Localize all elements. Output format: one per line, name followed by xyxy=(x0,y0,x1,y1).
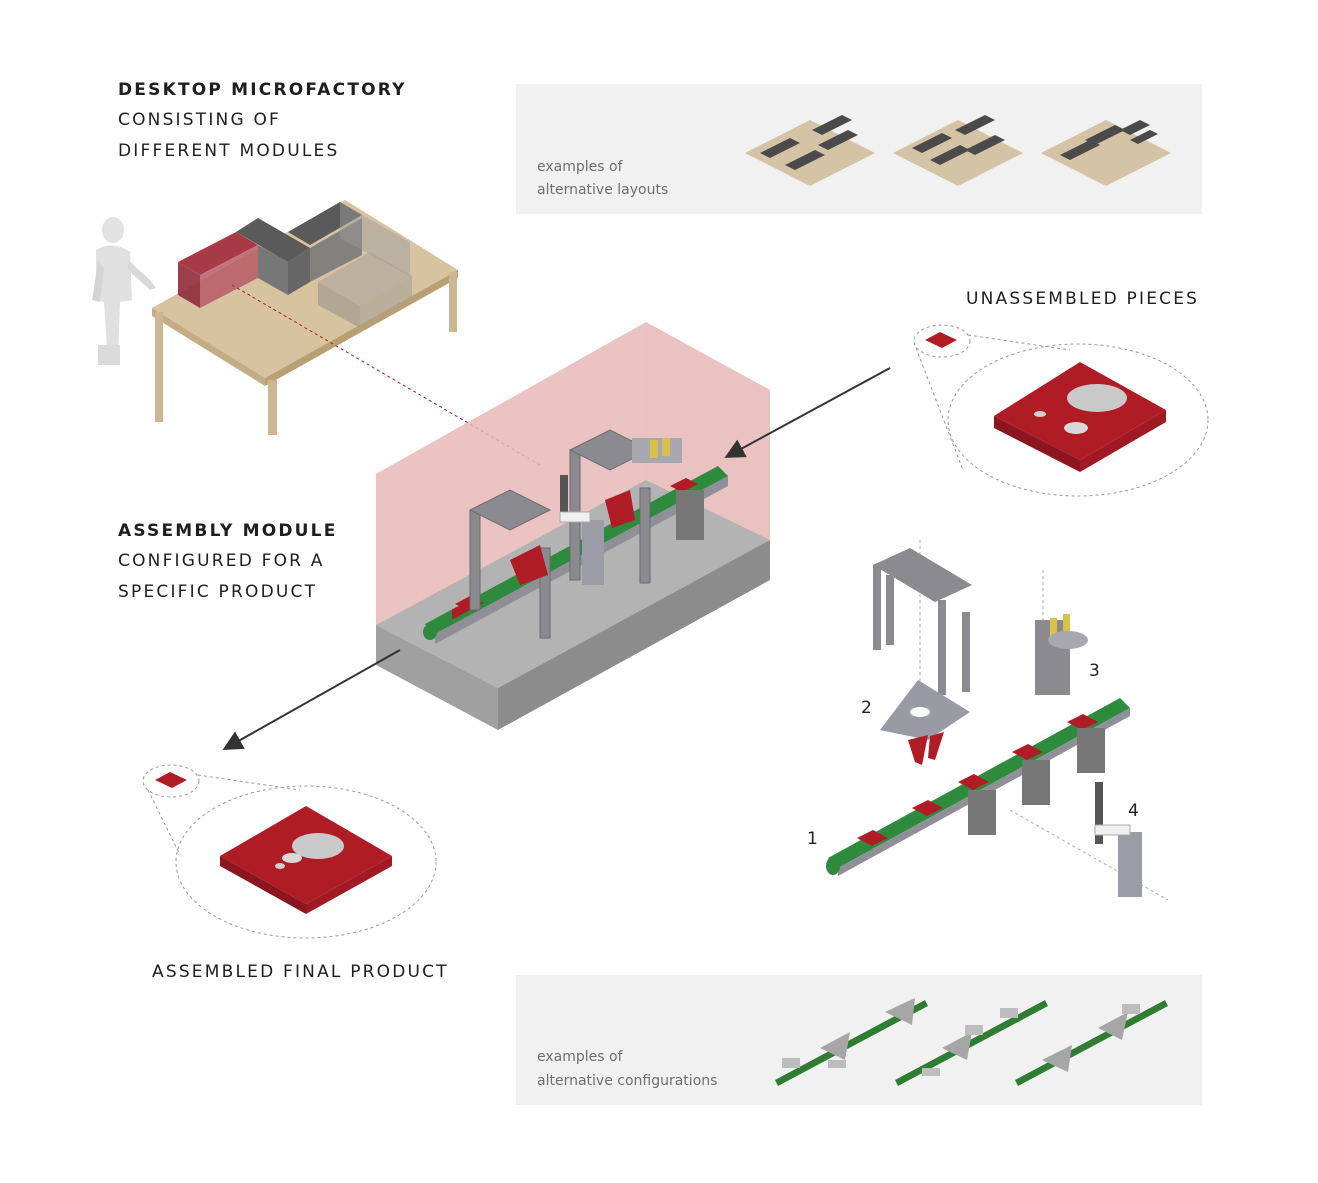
microfactory-subtitle-1: CONSISTING OF xyxy=(118,110,282,130)
component-number-4: 4 xyxy=(1128,801,1139,821)
component-number-1: 1 xyxy=(807,829,818,849)
assembly-module-title: ASSEMBLY MODULE xyxy=(118,521,338,541)
layout-example-3 xyxy=(1041,120,1171,186)
configurations-caption-2: alternative configurations xyxy=(537,1073,718,1089)
unassembled-pieces-callout xyxy=(913,324,1209,497)
exploded-components xyxy=(826,540,1169,901)
microfactory-subtitle-2: DIFFERENT MODULES xyxy=(118,141,340,161)
input-arrow xyxy=(724,367,891,458)
layouts-caption-2: alternative layouts xyxy=(537,182,669,198)
layout-example-1 xyxy=(745,115,875,186)
component-number-3: 3 xyxy=(1089,661,1100,681)
assembly-module xyxy=(376,322,770,730)
microfactory-title: DESKTOP MICROFACTORY xyxy=(118,80,407,100)
configuration-example-3 xyxy=(1015,1000,1168,1086)
layouts-caption-1: examples of xyxy=(537,159,623,175)
unassembled-pieces-label: UNASSEMBLED PIECES xyxy=(966,289,1200,309)
person-figure xyxy=(92,217,156,365)
configuration-example-1 xyxy=(775,998,928,1086)
assembled-product-label: ASSEMBLED FINAL PRODUCT xyxy=(152,962,449,982)
component-number-2: 2 xyxy=(861,698,872,718)
layout-example-2 xyxy=(893,115,1023,186)
assembly-module-subtitle-1: CONFIGURED FOR A xyxy=(118,551,325,571)
output-arrow xyxy=(222,649,401,750)
assembled-product-callout xyxy=(142,764,437,939)
assembly-module-subtitle-2: SPECIFIC PRODUCT xyxy=(118,582,318,602)
microfactory-modules xyxy=(178,202,412,328)
configuration-example-2 xyxy=(895,1000,1048,1086)
configurations-caption-1: examples of xyxy=(537,1049,623,1065)
